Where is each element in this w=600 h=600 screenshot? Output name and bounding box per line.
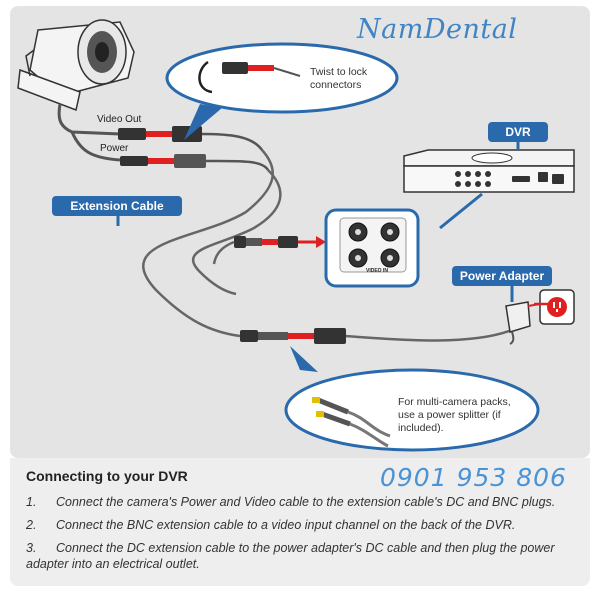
instructions-title: Connecting to your DVR <box>26 468 188 484</box>
dc-connector-icon <box>120 154 206 168</box>
phone-watermark: 0901 953 806 <box>380 463 567 492</box>
instruction-step-3: 3.Connect the DC extension cable to the … <box>26 540 576 572</box>
security-camera-icon <box>17 19 135 112</box>
power-label: Power <box>100 143 129 154</box>
instructions-panel <box>10 458 590 586</box>
power-adapter-tag: Power Adapter <box>452 266 552 286</box>
step-number: 2. <box>26 518 37 532</box>
step-text: Connect the DC extension cable to the po… <box>26 541 555 571</box>
video-in-label: VIDEO IN <box>366 268 388 274</box>
dvr-recorder-icon <box>403 149 575 193</box>
brand-watermark: NamDental <box>357 14 518 45</box>
rca-plug-icon <box>312 397 391 448</box>
wiring-diagram <box>17 19 575 452</box>
step-number: 1. <box>26 495 37 509</box>
twist-callout-text: Twist to lock connectors <box>310 66 368 91</box>
video-in-callout <box>324 208 420 288</box>
power-adapter-icon <box>505 301 541 345</box>
video-out-label: Video Out <box>97 114 142 125</box>
wall-outlet-icon <box>539 289 575 325</box>
twist-callout <box>165 42 399 140</box>
step-text: Connect the camera's Power and Video cab… <box>56 495 556 509</box>
instruction-step-1: 1. Connect the camera's Power and Video c… <box>26 494 576 510</box>
dvr-tag: DVR <box>488 122 548 142</box>
instruction-step-2: 2. Connect the BNC extension cable to a v… <box>26 517 576 533</box>
step-number: 3. <box>26 541 37 555</box>
extension-cable-tag: Extension Cable <box>52 196 182 216</box>
splitter-callout <box>284 346 540 452</box>
splitter-callout-text: For multi-camera packs, use a power spli… <box>398 396 511 434</box>
step-text: Connect the BNC extension cable to a vid… <box>56 518 516 532</box>
